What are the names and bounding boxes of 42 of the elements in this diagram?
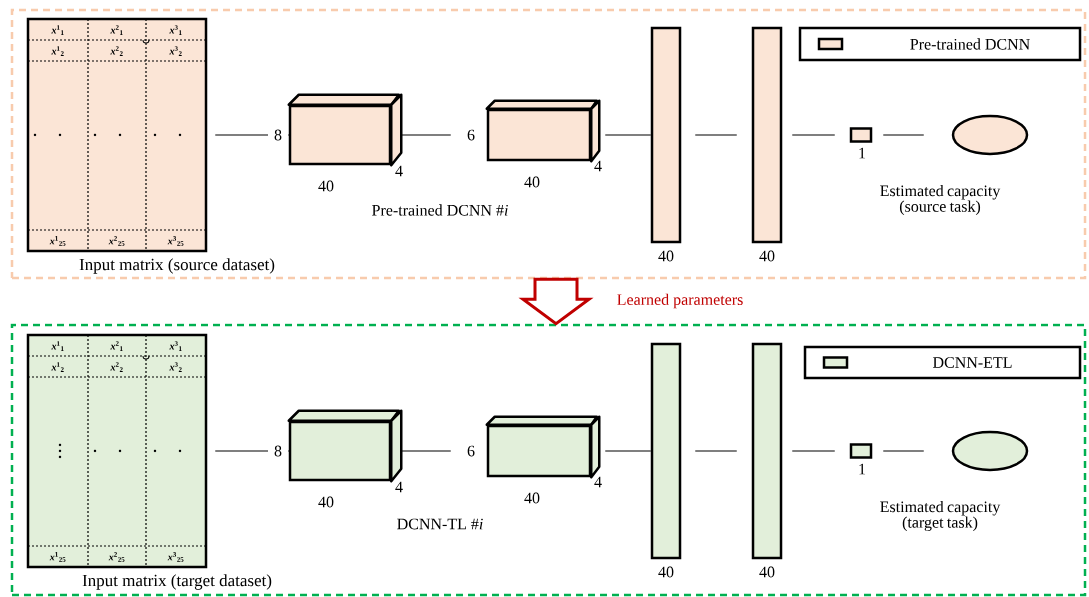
network-caption: DCNN-TL #i (397, 518, 483, 530)
dimension-label: 6 (467, 129, 475, 141)
legend-label: DCNN-ETL (933, 357, 1012, 368)
dashed-panel (10, 323, 1087, 597)
connector-line (882, 450, 925, 452)
dimension-label: 40 (524, 492, 540, 504)
dimension-label: Estimated capacity (target task) (880, 500, 1001, 532)
dimension-label: 4 (594, 160, 602, 172)
dimension-label: 1 (859, 147, 866, 159)
connector-line (400, 134, 452, 136)
dashed-panel (10, 8, 1087, 280)
dimension-label: 4 (395, 165, 403, 177)
matrix-caption: Input matrix (source dataset) (79, 258, 275, 274)
block-arrow (518, 277, 594, 326)
dimension-label: 8 (268, 128, 288, 142)
connector-line (882, 134, 925, 136)
connector-line (604, 450, 652, 452)
dimension-label: 8 (268, 444, 288, 458)
dimension-label: 40 (658, 566, 674, 578)
connector-line (400, 450, 452, 452)
dimension-label: 6 (467, 445, 475, 457)
connector-line (694, 450, 738, 452)
dimension-label: 40 (318, 496, 334, 508)
network-caption: Pre-trained DCNN #i (372, 204, 508, 216)
matrix-caption: Input matrix (target dataset) (82, 574, 272, 590)
dimension-label: 40 (318, 180, 334, 192)
dimension-label: 1 (859, 463, 866, 475)
edge-label: Learned parameters (617, 293, 743, 309)
connector-line (214, 450, 290, 452)
dimension-label: 4 (594, 476, 602, 488)
connector-line (791, 450, 836, 452)
dimension-label: 40 (524, 176, 540, 188)
connector-line (791, 134, 836, 136)
dimension-label: 40 (759, 250, 775, 262)
dimension-label: 4 (395, 481, 403, 493)
dimension-label: Estimated capacity (source task) (880, 184, 1001, 216)
connector-line (604, 134, 652, 136)
connector-line (694, 134, 738, 136)
connector-line (214, 134, 290, 136)
dimension-label: 40 (759, 566, 775, 578)
legend-label: Pre-trained DCNN (910, 38, 1030, 50)
dimension-label: 40 (658, 250, 674, 262)
